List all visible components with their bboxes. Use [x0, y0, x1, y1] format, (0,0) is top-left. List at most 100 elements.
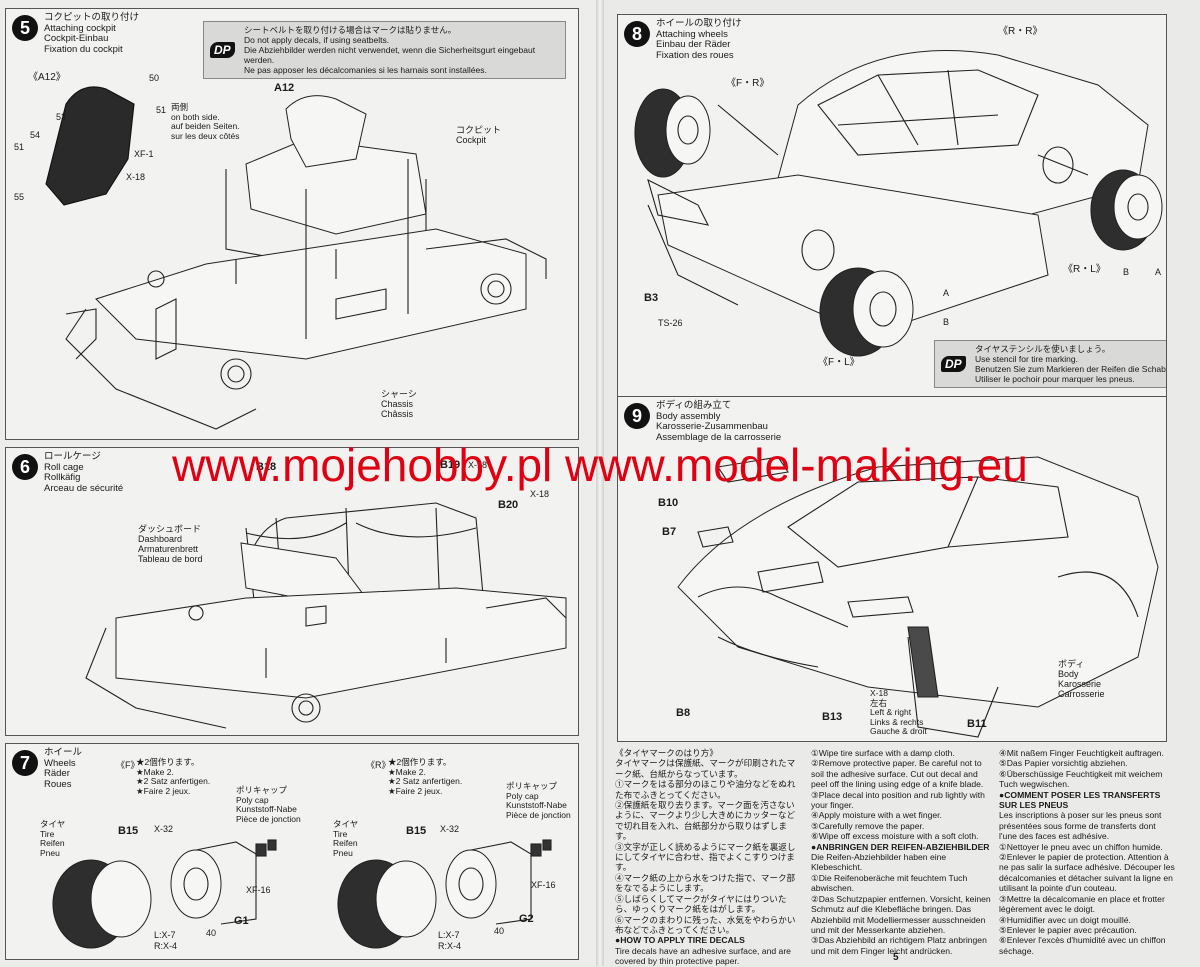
- label-fr: Carrosserie: [1058, 689, 1105, 699]
- label-de: Reifen: [333, 838, 358, 848]
- step-number: 7: [12, 750, 38, 776]
- poly-cap-label: ポリキャップ Poly cap Kunststoff-Nabe Pièce de…: [506, 781, 571, 820]
- label-jp: タイヤ: [40, 819, 66, 829]
- part-label: B20: [498, 499, 519, 511]
- step-number: 8: [624, 21, 650, 47]
- title-jp: ホイール: [44, 747, 83, 758]
- step6-panel: 6 ロールケージ Roll cage Rollkäfig Arceau de s…: [5, 447, 579, 736]
- step-number: 6: [12, 454, 38, 480]
- label-en: Body: [1058, 669, 1079, 679]
- chassis-label: シャーシ Chassis Châssis: [381, 389, 417, 419]
- instruction-line: Die Reifen-Abziehbilder haben eine Klebe…: [811, 852, 947, 873]
- dp-en: Do not apply decals, if using seatbelts.: [244, 35, 390, 45]
- left-right-note: X-18 左右 Left & right Links & rechts Gauc…: [870, 688, 927, 737]
- label-en: Tire: [40, 828, 55, 839]
- label-en: Poly cap: [236, 794, 269, 805]
- front-label: 《F》: [116, 760, 140, 770]
- note-fr: Gauche & droit: [870, 726, 927, 736]
- dp-note: DP シートベルトを取り付ける場合はマークは貼りません。 Do not appl…: [203, 21, 566, 79]
- instruction-line: ③Mettre la décalcomanie en place et frot…: [999, 893, 1165, 915]
- note-de: Links & rechts: [870, 716, 924, 727]
- label-fr: Pièce de jonction: [506, 809, 571, 820]
- instruction-line: ②保護紙を取り去ります。マーク面を汚さないように、マークより少し大きめにカッター…: [615, 800, 796, 842]
- step9-panel: 9 ボディの組み立て Body assembly Karosserie-Zusa…: [617, 396, 1167, 742]
- dashboard-label: ダッシュボード Dashboard Armaturenbrett Tableau…: [138, 524, 203, 564]
- page-number: 5: [893, 952, 899, 963]
- dp-en: Use stencil for tire marking.: [975, 354, 1078, 364]
- instruction-line: ①Nettoyer le pneu avec un chiffon humide…: [999, 841, 1163, 852]
- tire-label: タイヤ Tire Reifen Pneu: [333, 819, 359, 858]
- body-label: ボディ Body Karosserie Carrosserie: [1058, 659, 1105, 699]
- decal-number: 50: [149, 73, 160, 83]
- instructions-column-en-de: ①Wipe tire surface with a damp cloth. ②R…: [811, 748, 991, 956]
- watermark: www.mojehobby.pl www.model-making.eu: [172, 439, 1028, 491]
- dp-note: DP タイヤステンシルを使いましょう。 Use stencil for tire…: [934, 340, 1167, 388]
- poly-cap-label: ポリキャップ Poly cap Kunststoff-Nabe Pièce de…: [236, 785, 301, 824]
- note-de: ★2 Satz anfertigen.: [136, 776, 211, 786]
- decal-number: 55: [14, 192, 25, 202]
- title-jp: コクピットの取り付け: [44, 12, 140, 23]
- instruction-line: ⑥Enlever l'excès d'humidité avec un chif…: [999, 935, 1166, 956]
- note-de: ★2 Satz anfertigen.: [388, 776, 463, 786]
- title-de: Rollkäfig: [44, 472, 81, 483]
- part-label: A12: [274, 82, 295, 94]
- title-en: Roll cage: [44, 461, 84, 473]
- step7-drawing: [52, 839, 552, 949]
- instruction-line: Les inscriptions à poser sur les pneus s…: [999, 810, 1162, 842]
- part-label: G1: [234, 915, 249, 927]
- instruction-line: ②Enlever le papier de protection. Attent…: [999, 852, 1175, 894]
- paint-code: XF-16: [531, 880, 556, 890]
- part-label: B8: [676, 707, 691, 719]
- instruction-heading: ●ANBRINGEN DER REIFEN-ABZIEHBILDER: [811, 841, 990, 852]
- marker-b: B: [1123, 267, 1130, 277]
- decal-number: 53: [56, 112, 67, 122]
- paint-code: X-18: [870, 688, 888, 698]
- note-en: on both side.: [171, 111, 220, 122]
- dp-fr: Utiliser le pochoir pour marquer les pne…: [975, 374, 1135, 384]
- instructions-column-jp: 《タイヤマークのはり方》 タイヤマークは保護紙、マークが印刷されたマーク紙、台紙…: [615, 748, 803, 967]
- step-title: ボディの組み立て Body assembly Karosserie-Zusamm…: [656, 400, 781, 443]
- label-jp: タイヤ: [333, 819, 359, 829]
- title-en: Body assembly: [656, 410, 721, 422]
- note-jp: 左右: [870, 697, 888, 708]
- part-label: B15: [406, 825, 427, 837]
- paint-code: X-32: [440, 824, 460, 834]
- step9-drawing: [677, 456, 1159, 738]
- label-en: Poly cap: [506, 790, 539, 801]
- dp-fr: Ne pas apposer les décalcomanies si les …: [244, 65, 487, 75]
- part-label: B18: [256, 461, 277, 473]
- dp-de: Benutzen Sie zum Markieren der Reifen di…: [975, 364, 1167, 374]
- paint-code: TS-26: [658, 318, 683, 328]
- rear-label: 《R》: [366, 760, 391, 770]
- label-fr: Pneu: [333, 847, 353, 858]
- title-jp: ホイールの取り付け: [656, 18, 742, 29]
- instruction-line: Tire decals have an adhesive surface, an…: [615, 945, 791, 967]
- step8-drawing: [634, 50, 1163, 357]
- label-fr: Tableau de bord: [138, 554, 203, 564]
- dp-jp: タイヤステンシルを使いましょう。: [975, 344, 1111, 354]
- decal-number: 51: [156, 105, 167, 115]
- tire-label: タイヤ Tire Reifen Pneu: [40, 819, 66, 858]
- instruction-line: ②Das Schutzpapier entfernen. Vorsicht, k…: [811, 893, 991, 935]
- cockpit-label: コクピット Cockpit: [456, 125, 501, 145]
- label-de: Kunststoff-Nabe: [236, 804, 297, 814]
- marker-a: A: [1155, 267, 1162, 277]
- tire-decal-instructions: 《タイヤマークのはり方》 タイヤマークは保護紙、マークが印刷されたマーク紙、台紙…: [615, 748, 1175, 966]
- instruction-line: ④Humidifier avec un doigt mouillé.: [999, 914, 1131, 925]
- label-en: Cockpit: [456, 135, 487, 145]
- step6-drawing: [85, 502, 567, 729]
- note-en: ★Make 2.: [136, 766, 174, 777]
- wheel-position-label: 《R・L》: [1063, 264, 1106, 275]
- instruction-line: ⑤Carefully remove the paper.: [811, 820, 925, 831]
- label-jp: ポリキャップ: [236, 785, 288, 795]
- title-en: Wheels: [44, 757, 76, 769]
- decal-number: 54: [30, 130, 41, 140]
- page-gutter: [596, 0, 604, 966]
- wheel-position-label: 《F・R》: [726, 78, 770, 89]
- note-jp: ★2個作ります。: [136, 757, 200, 767]
- step5-drawing: [45, 86, 547, 430]
- make-note: ★2個作ります。 ★Make 2. ★2 Satz anfertigen. ★F…: [388, 757, 463, 796]
- label-en: Chassis: [381, 399, 414, 409]
- title-fr: Fixation du cockpit: [44, 43, 123, 55]
- part-label: B13: [822, 711, 843, 723]
